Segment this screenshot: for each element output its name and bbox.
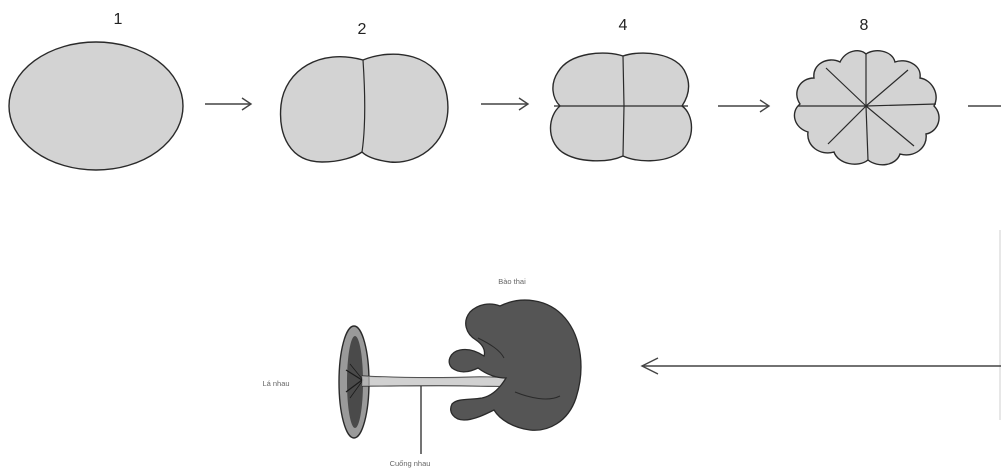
eight-cell-embryo	[794, 51, 939, 165]
stage-2-cells: 2	[281, 21, 448, 162]
stage-1-cell: 1	[9, 11, 183, 170]
stage-4-cells: 4	[551, 17, 692, 161]
arrow-3	[718, 100, 769, 112]
stage-4-label: 4	[619, 17, 628, 34]
stage-8-cells: 8	[794, 17, 939, 165]
umbilical-cord-label: Cuống nhau	[390, 459, 431, 468]
zygote-cell	[9, 42, 183, 170]
placenta-label: Lá nhau	[262, 379, 289, 388]
four-cell-embryo	[551, 53, 692, 161]
arrow-1	[205, 98, 251, 110]
stage-8-label: 8	[860, 17, 869, 34]
return-arrow	[642, 358, 1001, 374]
stage-2-label: 2	[358, 21, 367, 38]
stage-1-label: 1	[114, 11, 123, 28]
arrow-2	[481, 98, 528, 110]
embryo-label: Bào thai	[498, 277, 526, 286]
embryo-illustration	[449, 300, 581, 430]
